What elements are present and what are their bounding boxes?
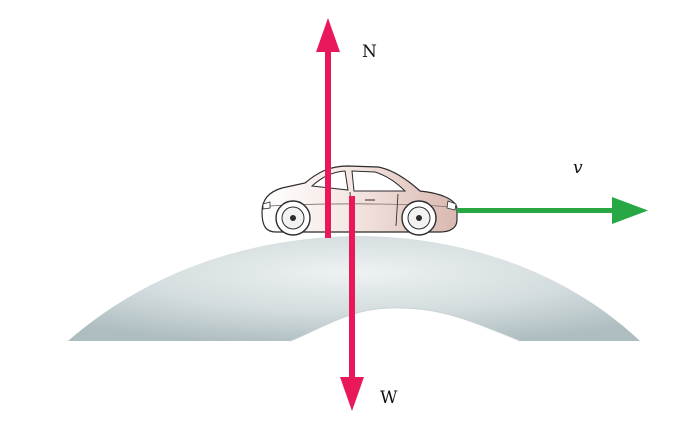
velocity-label: v [573,158,583,178]
car-icon [261,165,458,236]
weight-arrow [340,196,364,411]
velocity-arrow [457,197,648,224]
normal-force-arrow [316,18,340,238]
normal-force-label: N [362,42,377,62]
weight-label: W [380,388,398,408]
